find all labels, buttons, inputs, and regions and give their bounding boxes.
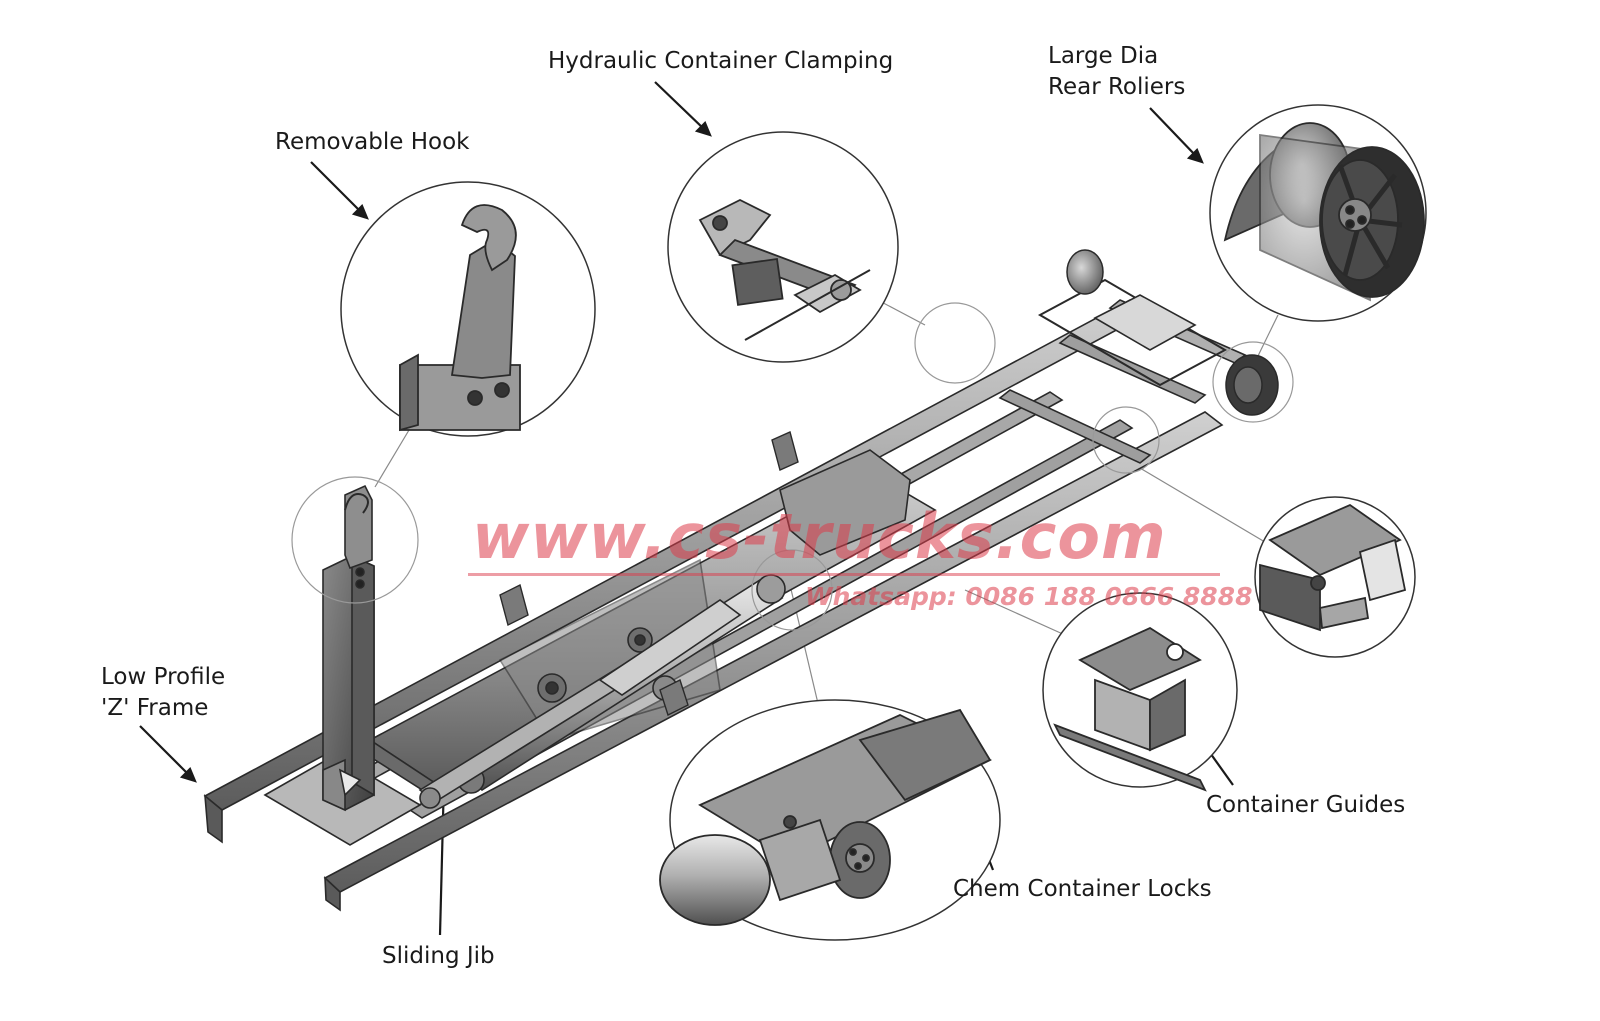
label-sliding-jib: Sliding Jib [382, 943, 495, 969]
watermark-url: www.cs-trucks.com [472, 500, 1167, 573]
label-low-profile-line1: Low Profile [101, 664, 226, 690]
detail-removable-hook [340, 181, 596, 437]
detail-container-guides [1042, 592, 1238, 792]
hook-column [322, 484, 375, 812]
label-removable-hook: Removable Hook [275, 129, 470, 155]
detail-hydraulic-clamping [667, 131, 899, 363]
watermark-phone: Whatsapp: 0086 188 0866 8888 [805, 582, 1253, 611]
detail-rear-rollers [1209, 104, 1427, 322]
frame-rollers [1066, 249, 1279, 416]
label-hydraulic-container-clamping: Hydraulic Container Clamping [548, 48, 894, 74]
rail-clamps [499, 431, 799, 716]
label-large-dia-rear-rollers: Large Dia Rear Roliers [1048, 41, 1185, 103]
hydraulic-cylinders [418, 574, 786, 809]
label-chem-container-locks: Chem Container Locks [953, 876, 1212, 902]
detail-container-lock [1254, 496, 1416, 658]
label-low-profile-line2: 'Z' Frame [101, 695, 209, 721]
watermark-underline [468, 573, 1220, 576]
label-large-dia-line1: Large Dia [1048, 43, 1159, 69]
detail-chem-locks [659, 699, 1001, 941]
label-large-dia-line2: Rear Roliers [1048, 74, 1186, 100]
label-container-guides: Container Guides [1206, 792, 1406, 818]
label-low-profile-z-frame: Low Profile 'Z' Frame [101, 662, 225, 724]
main-frame-detail-circles [291, 302, 1294, 631]
